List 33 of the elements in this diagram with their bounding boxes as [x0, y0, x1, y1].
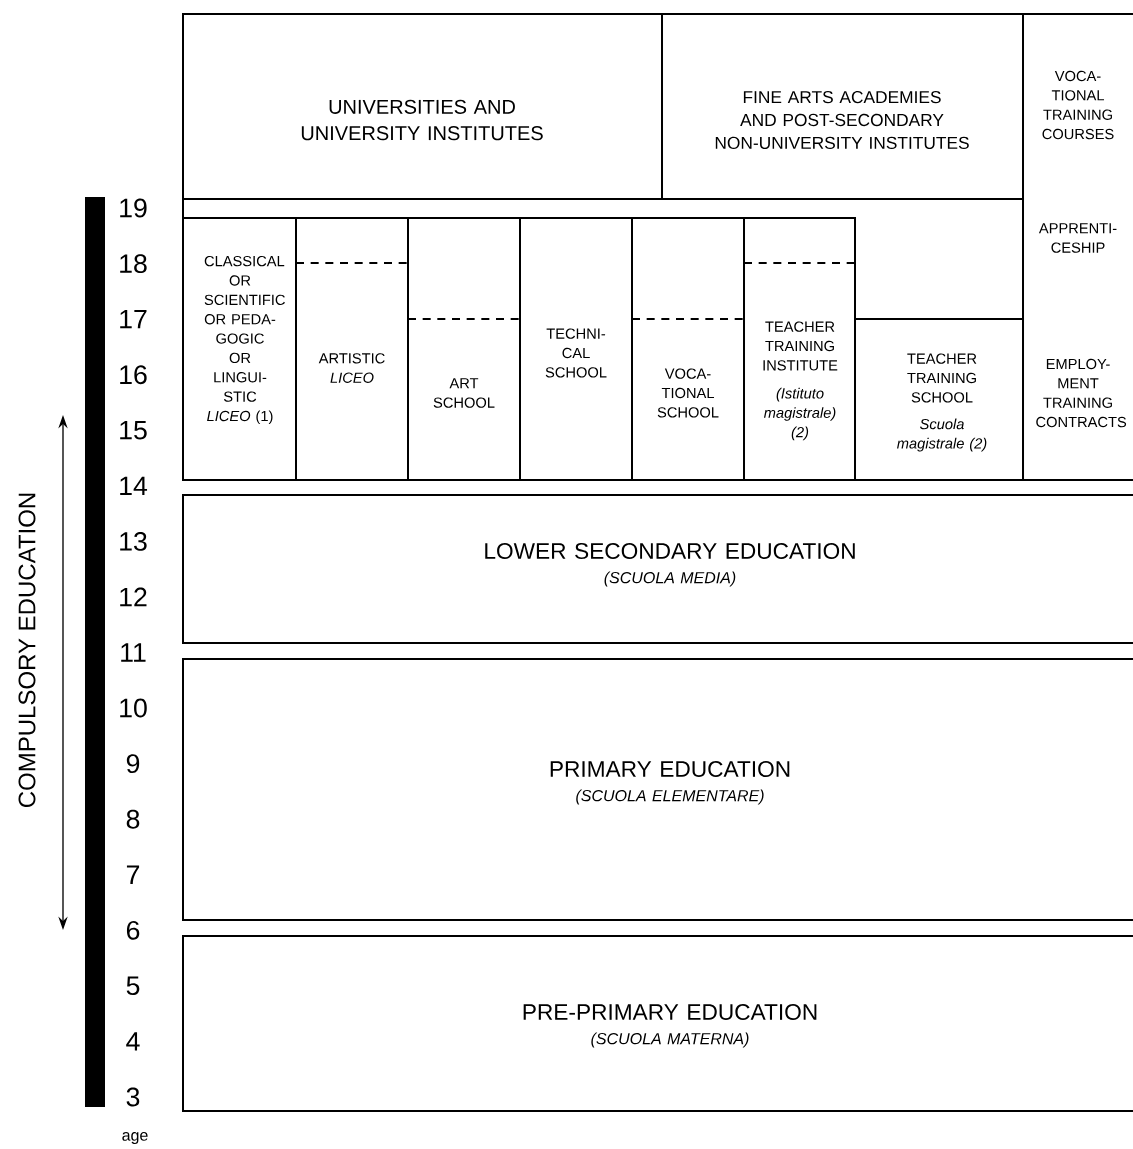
age-number: 13	[120, 531, 147, 551]
age-number: 14	[120, 476, 148, 495]
school-box: TEACHER TRAINING SCHOOL Scuola magistrale (2)	[854, 318, 1024, 481]
school-box: TEACHER TRAINING INSTITUTE (Istituto magistrale) (2)	[743, 217, 856, 481]
age-number: 15	[120, 420, 147, 440]
age-number: 3	[126, 1087, 140, 1107]
school-box: VOCA-TIONAL SCHOOL	[631, 217, 745, 481]
age-number: 4	[126, 1032, 140, 1051]
age-number: 18	[120, 254, 147, 274]
age-number: 11	[121, 643, 146, 662]
age-number: 17	[120, 309, 147, 329]
education-band: PRE-PRIMARY EDUCATION (SCUOLA MATERNA)	[182, 935, 1133, 1112]
school-box: ART SCHOOL	[407, 217, 521, 481]
age-number: 9	[126, 754, 140, 774]
education-band: PRIMARY EDUCATION (SCUOLA ELEMENTARE)	[182, 658, 1133, 921]
age-bar	[85, 197, 105, 1107]
age-number: 5	[126, 976, 140, 996]
education-band: LOWER SECONDARY EDUCATION (SCUOLA MEDIA)	[182, 494, 1133, 644]
axis-label: COMPULSORY EDUCATION	[18, 493, 36, 808]
age-number: 16	[120, 365, 147, 385]
axis-label: age	[122, 1132, 148, 1144]
school-box: CLASSICAL OR SCIENTIFIC OR PEDA-GOGIC OR LINGUI-STIC LICEO (1)	[182, 217, 297, 481]
age-number: 19	[120, 198, 147, 218]
school-box: TECHNI-CAL SCHOOL	[519, 217, 633, 481]
institution-box: UNIVERSITIES AND UNIVERSITY INSTITUTES	[182, 13, 663, 200]
age-number: 10	[120, 698, 147, 718]
age-number: 7	[126, 865, 140, 884]
age-number: 8	[126, 809, 140, 829]
age-number: 12	[120, 587, 147, 607]
institution-box: FINE ARTS ACADEMIES AND POST-SECONDARY NON-UNIVERSITY INSTITUTES	[661, 13, 1024, 200]
training-column: VOCA-TIONAL TRAINING COURSES APPRENTI-CESHIP EMPLOY-MENT TRAINING CONTRACTS	[1022, 13, 1133, 481]
age-number: 6	[126, 920, 140, 940]
school-box: ARTISTIC LICEO	[295, 217, 409, 481]
